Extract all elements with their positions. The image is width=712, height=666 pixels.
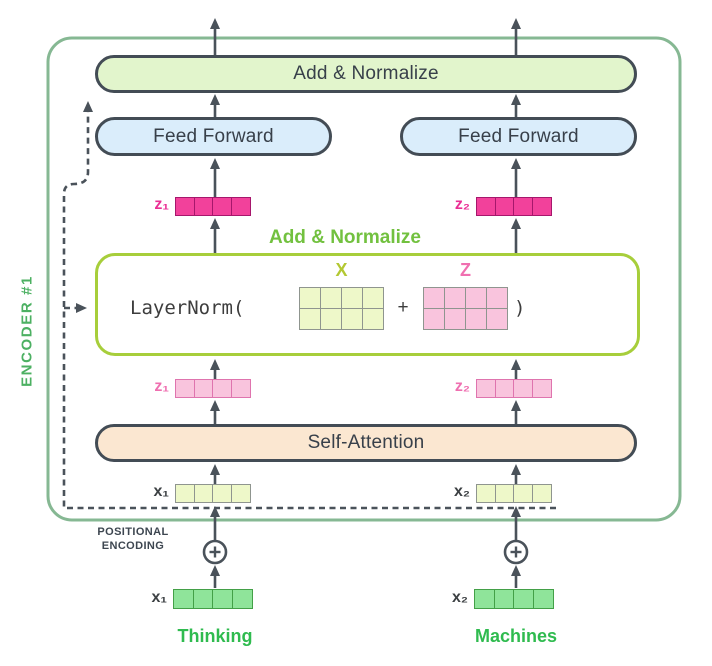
z1-output-label: z₁ <box>154 196 169 213</box>
plus-sign: + <box>397 297 409 318</box>
add-normalize-top-box: Add & Normalize <box>95 55 637 93</box>
self-attention-box: Self-Attention <box>95 424 637 462</box>
x2-embedding-label: x₂ <box>453 483 470 500</box>
x2-input-vector <box>474 589 554 609</box>
positional-encoding-line1: POSITIONAL <box>97 526 169 538</box>
layernorm-expression-suffix: ) <box>514 297 526 319</box>
z2-output-label: z₂ <box>454 196 470 213</box>
x1-embedding-label: x₁ <box>153 483 169 500</box>
encoder-border <box>46 36 682 522</box>
z-matrix <box>423 287 508 330</box>
positional-encoding-caption: POSITIONAL ENCODING <box>86 525 180 553</box>
plus-circle-icon <box>503 539 529 565</box>
x1-input-label: x₁ <box>151 589 167 606</box>
input-word-machines: Machines <box>474 626 558 646</box>
flow-arrows <box>210 18 521 588</box>
z1-attention-vector <box>175 379 251 398</box>
z2-attention-label: z₂ <box>454 378 470 395</box>
z2-output-vector <box>476 197 552 216</box>
layernorm-expression-prefix: LayerNorm( <box>130 297 245 319</box>
add-normalize-heading: Add & Normalize <box>268 227 422 248</box>
x1-input-vector <box>173 589 253 609</box>
feed-forward-left-box: Feed Forward <box>95 117 332 156</box>
z1-output-vector <box>175 197 251 216</box>
x-matrix-label: X <box>335 260 348 280</box>
x2-embedding-vector <box>476 484 552 503</box>
x1-embedding-vector <box>175 484 251 503</box>
feed-forward-right-box: Feed Forward <box>400 117 637 156</box>
x2-input-label: x₂ <box>451 589 468 606</box>
positional-encoding-line2: ENCODING <box>101 540 165 552</box>
encoder-label: ENCODER #1 <box>18 275 36 387</box>
z1-attention-label: z₁ <box>154 378 169 395</box>
plus-circle-icon <box>202 539 228 565</box>
z-matrix-label: Z <box>460 260 471 280</box>
residual-dashed-connection <box>62 101 556 510</box>
x-matrix <box>299 287 384 330</box>
z2-attention-vector <box>476 379 552 398</box>
input-word-thinking: Thinking <box>177 626 253 646</box>
